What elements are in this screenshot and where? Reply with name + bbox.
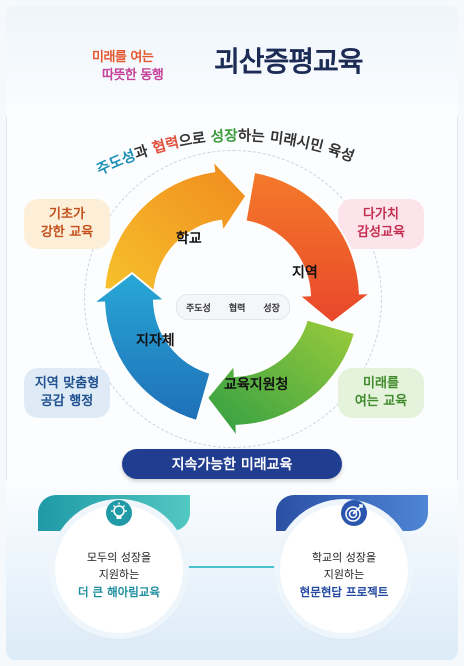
side-label-basic-education: 기초가 강한 교육 xyxy=(24,199,110,249)
cycle-arrow-2 xyxy=(205,318,357,441)
page-title: 괴산증평교육 xyxy=(214,45,364,78)
sustainable-banner: 지속가능한 미래교육 xyxy=(122,449,342,479)
side-label-future-education: 미래를 여는 교육 xyxy=(338,368,424,418)
center-values: 주도성 협력 성장 xyxy=(176,294,290,320)
cycle-label-school: 학교 xyxy=(176,231,202,247)
slogan-part-1: 과 xyxy=(132,142,155,163)
logo-line-2: 따뜻한 동행 xyxy=(102,68,164,83)
center-value-cooperation: 협력 xyxy=(228,303,246,314)
cycle-label-office: 교육지원청 xyxy=(224,377,289,393)
cycle-arrow-3 xyxy=(89,271,212,423)
lightbulb-icon xyxy=(106,500,132,526)
slogan-part-4: 성장 xyxy=(210,126,238,145)
side-label-emotional-education: 다가치 감성교육 xyxy=(338,199,424,249)
target-icon xyxy=(341,500,367,526)
cycle-arrow-0 xyxy=(103,157,248,294)
slogan-part-3: 으로 xyxy=(177,129,211,150)
cycle-label-region: 지역 xyxy=(292,265,318,281)
center-value-initiative: 주도성 xyxy=(186,303,211,314)
card-right: 학교의 성장을 지원하는 현문현답 프로젝트 xyxy=(280,505,408,633)
logo: 미래를 여는 따뜻한 동행 xyxy=(92,44,198,86)
side-label-local-administration: 지역 맞춤형 공감 행정 xyxy=(24,368,110,418)
cycle-arrow-1 xyxy=(244,170,375,325)
card-left: 모두의 성장을 지원하는 더 큰 해아림교육 xyxy=(55,505,183,633)
card-connector xyxy=(184,566,280,568)
dashed-ring xyxy=(84,150,382,448)
center-value-growth: 성장 xyxy=(263,303,280,314)
cycle-label-local-government: 지자체 xyxy=(136,333,175,349)
logo-line-1: 미래를 여는 xyxy=(92,50,154,65)
